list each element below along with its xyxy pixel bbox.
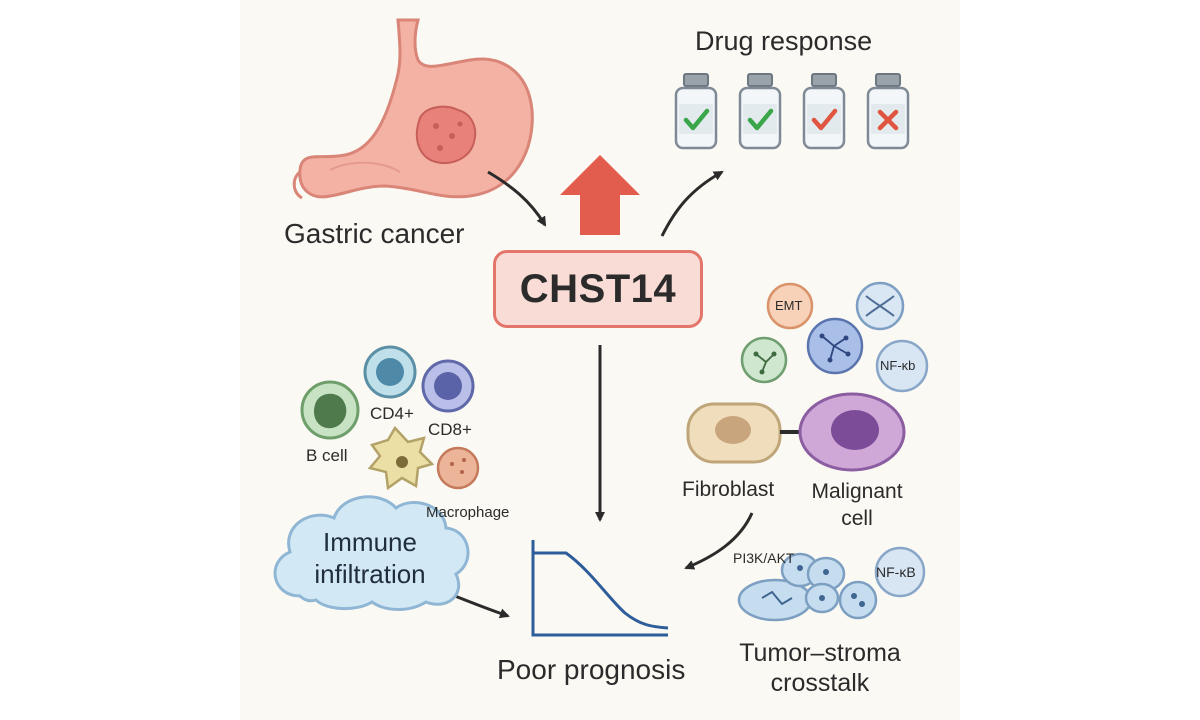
tumor-icon [415,105,477,164]
fibroblast-label: Fibroblast [682,478,775,501]
arrow-gastric-to-chst14 [487,170,547,227]
drug-response-title: Drug response [695,26,873,56]
check-mark-icon [747,108,774,131]
pi3k-label: PI3K/AKT [733,550,795,566]
check-mark-icon [683,108,710,131]
nfkb-bottom-label: NF-κB [876,564,916,580]
upregulation-arrow-icon [560,155,640,235]
chst14-label: CHST14 [519,266,677,311]
arrow-immune-to-prognosis [454,594,510,619]
drug-vials [674,73,910,150]
crosstalk-label: Tumor–stroma crosstalk [715,638,925,698]
malignant-cell-label: Malignant cell [798,478,916,532]
malignant-line1: Malignant [811,480,903,503]
cd8-cell-icon [421,359,475,413]
arrow-fibroblast-to-prognosis [684,512,754,570]
immune-infiltration-label: Immune infiltration [285,526,455,590]
drug-vial-3-icon [802,73,846,150]
arrow-chst14-to-drug [660,170,724,237]
crosstalk-network-icon [737,552,878,622]
nfkb-bottom-circle-icon [874,546,926,598]
malignant-cell-icon [798,392,906,472]
drug-vial-2-icon [738,73,782,150]
immune-infiltration-line2: infiltration [314,559,426,589]
crosstalk-line2: crosstalk [770,669,870,697]
gastric-cancer-label: Gastric cancer [284,218,465,249]
crosstalk-line1: Tumor–stroma [739,639,901,667]
malignant-line2: cell [841,507,873,530]
emt-circle-icon [766,282,814,330]
stomach-icon [292,18,534,200]
immune-infiltration-line1: Immune [323,527,417,557]
signal-network-icon [806,317,864,375]
drug-vial-1-icon [674,73,718,150]
survival-curve-icon [531,540,669,637]
macrophage-icon [436,446,480,490]
check-mark-icon [811,108,838,131]
nfkb-circle-icon [875,339,929,393]
cd4-cell-icon [363,345,417,399]
poor-prognosis-label: Poor prognosis [497,654,686,685]
molecule-circle-icon [740,336,788,384]
cd8-label: CD8+ [428,420,472,439]
macrophage-label: Macrophage [426,504,510,521]
cross-mark-icon [877,109,899,131]
b-cell-label: B cell [306,446,348,465]
cd4-label: CD4+ [370,404,414,423]
emt-label: EMT [775,298,803,313]
b-cell-icon [300,380,360,440]
fibroblast-icon [686,402,782,464]
cloud-icon [273,495,470,611]
chst14-box: CHST14 [493,250,703,328]
drug-vial-4-icon [866,73,910,150]
nfkb-top-label: NF-κb [880,358,916,373]
dendritic-cell-icon [367,425,435,491]
dna-circle-icon [855,281,905,331]
